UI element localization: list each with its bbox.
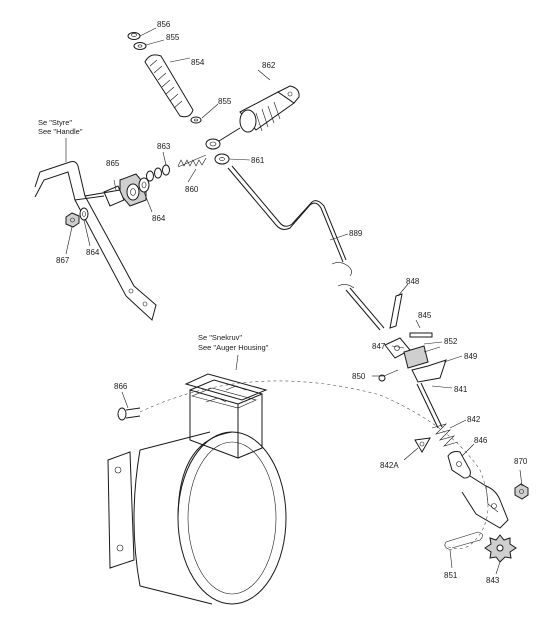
pin-848 [389, 293, 403, 329]
label-856: 856 [157, 20, 171, 29]
nut-870 [514, 483, 529, 500]
rod-889 [227, 165, 385, 331]
washer-855-mid [190, 116, 202, 124]
rod-841 [416, 382, 443, 429]
label-847: 847 [372, 342, 386, 351]
grip-854 [144, 54, 194, 118]
label-860: 860 [185, 185, 199, 194]
label-842: 842 [467, 415, 481, 424]
eyelet-bolt [205, 127, 241, 150]
link-849 [411, 359, 447, 383]
star-knob-843 [484, 534, 517, 563]
label-848: 848 [406, 277, 420, 286]
label-843: 843 [486, 576, 500, 585]
leader-lines [65, 27, 523, 575]
note-handle-line1: Se "Styre" [38, 118, 72, 127]
knob-856 [127, 32, 141, 40]
bushing-842A [414, 437, 431, 453]
washer-864-left [79, 207, 89, 221]
label-866: 866 [114, 382, 128, 391]
washer-861 [214, 153, 230, 165]
label-867: 867 [56, 256, 70, 265]
assembly-path-arc [139, 380, 489, 550]
washer-864-right [138, 177, 150, 193]
label-870: 870 [514, 457, 528, 466]
label-854: 854 [191, 58, 205, 67]
nut-867 [65, 212, 80, 228]
label-852: 852 [444, 337, 458, 346]
hairpin-851 [444, 531, 483, 551]
label-863: 863 [157, 142, 171, 151]
fitting-852 [403, 345, 441, 369]
label-850: 850 [352, 372, 366, 381]
bracket-846 [447, 451, 509, 529]
note-auger-line1: Se "Snekruv" [198, 333, 242, 342]
label-855-top: 855 [166, 33, 180, 42]
label-845: 845 [418, 311, 432, 320]
label-855-mid: 855 [218, 97, 232, 106]
screw-866 [117, 407, 141, 421]
label-846: 846 [474, 436, 488, 445]
spring-842 [431, 423, 459, 447]
label-861: 861 [251, 156, 265, 165]
label-864-left: 864 [86, 248, 100, 257]
label-849: 849 [464, 352, 478, 361]
pin-845 [409, 332, 433, 338]
label-889: 889 [349, 229, 363, 238]
handle-lever [34, 161, 157, 321]
label-851: 851 [444, 571, 458, 580]
washer-855-top [133, 42, 147, 50]
note-auger-line2: See "Auger Housing" [198, 343, 269, 352]
label-842A: 842A [380, 461, 399, 470]
trunnion-862 [239, 85, 300, 133]
label-864-right: 864 [152, 214, 166, 223]
spring-860 [177, 154, 207, 168]
label-865: 865 [106, 159, 120, 168]
washers-863 [146, 164, 170, 182]
block-865 [103, 173, 147, 207]
screw-850 [378, 369, 399, 382]
note-handle-line2: See "Handle" [38, 127, 83, 136]
label-841: 841 [454, 385, 468, 394]
label-862: 862 [262, 61, 276, 70]
auger-housing [107, 373, 287, 605]
